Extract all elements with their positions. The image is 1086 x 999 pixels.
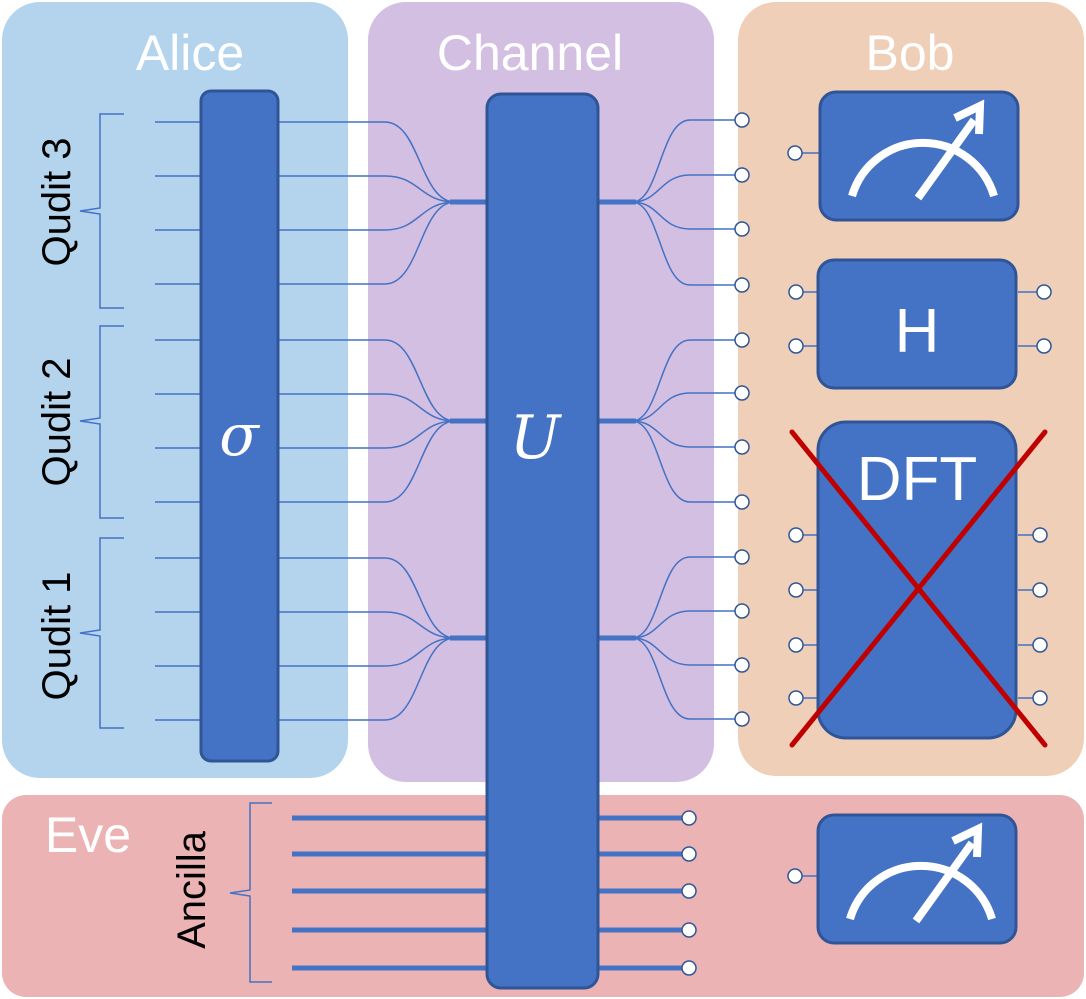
sigma-gate (199, 89, 280, 763)
dft-gate (816, 420, 1018, 740)
unitary-symbol: U (510, 403, 563, 473)
sigma-symbol: σ (219, 401, 260, 469)
ancilla-label: Ancilla (170, 830, 214, 949)
eve-measure-gate (816, 813, 1018, 945)
alice-wires (155, 121, 456, 721)
eve-title: Eve (45, 807, 131, 863)
output-wires (631, 119, 735, 720)
meter-icon (848, 99, 998, 201)
bundle-in-wires (450, 199, 490, 641)
channel-title: Channel (437, 25, 623, 81)
ancilla-brace (229, 802, 272, 983)
hadamard-gate (816, 258, 1018, 390)
ancilla-wires (292, 815, 682, 971)
hadamard-terminals (788, 284, 1052, 354)
ancilla-terminals (681, 810, 697, 976)
dft-terminals (788, 527, 1048, 706)
qudit-3-brace (79, 113, 124, 309)
meter-icon (846, 822, 996, 924)
alice-title: Alice (136, 25, 244, 81)
output-terminals (734, 112, 750, 727)
qudit-1-brace (79, 537, 124, 729)
bob-title: Bob (866, 25, 955, 81)
qudit-1-label: Qudit 1 (35, 572, 79, 701)
bundle-out-wires (596, 199, 636, 641)
cross-out-icon (789, 429, 1048, 748)
qudit-3-label: Qudit 3 (35, 138, 79, 267)
qudit-2-brace (79, 325, 124, 519)
hadamard-label: H (895, 297, 940, 366)
dft-label: DFT (857, 445, 978, 514)
unitary-gate (485, 92, 600, 990)
bob-measure-gate (818, 90, 1020, 222)
qudit-2-label: Qudit 2 (35, 358, 79, 487)
